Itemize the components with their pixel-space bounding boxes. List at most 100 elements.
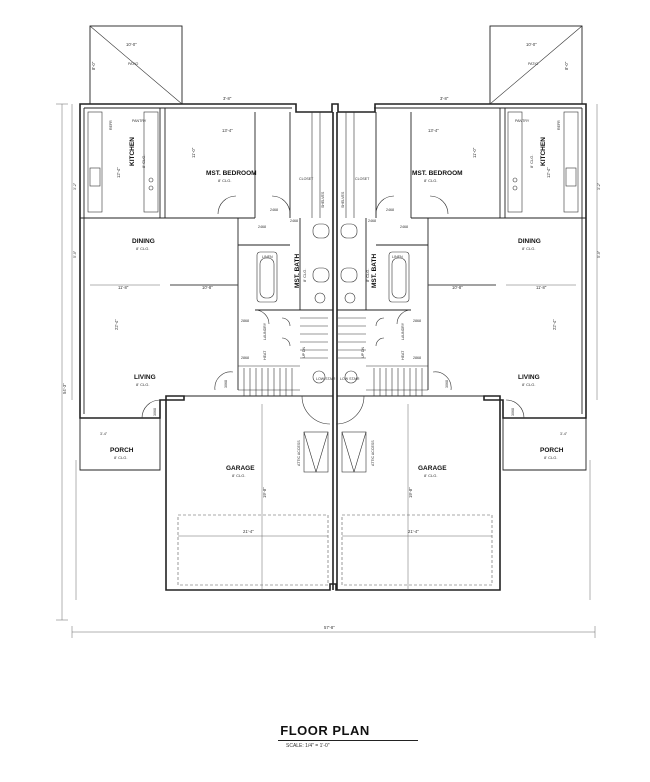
door-right-3: 2468: [400, 225, 408, 229]
overall-width: 57'-8": [324, 625, 335, 630]
bath-right-clg: 8' CLG.: [365, 269, 370, 282]
living-right-clg: 8' CLG.: [522, 382, 535, 387]
shelves-right: SHELVES: [341, 191, 345, 208]
door-left-4: 2868: [241, 319, 249, 323]
kitchen-left-clg: 8' CLG.: [141, 155, 146, 168]
left-stairs: [243, 317, 328, 396]
bed-width-right: 13'-4": [428, 128, 439, 133]
drawing-scale: SCALE: 1/4" = 1'-0": [286, 743, 330, 749]
living-left-depth: 22'-4": [114, 319, 119, 330]
patio-right-depth: 8'-0": [564, 61, 569, 70]
door-right-6: 3068: [445, 380, 449, 388]
garage-left-label: GARAGE: [226, 465, 255, 472]
kit-depth-left: 12'-4": [116, 167, 121, 178]
door-right-2: 2468: [368, 219, 376, 223]
patio-left-label: PATIO: [128, 62, 138, 66]
kitchen-right-label: KITCHEN: [540, 137, 547, 166]
living-right-label: LIVING: [518, 374, 540, 381]
door-right-4: 2868: [413, 319, 421, 323]
left-unit-labels: KITCHEN 8' CLG. REFR PANTRY 12'-4" MST. …: [62, 96, 336, 534]
kitchen-left-label: KITCHEN: [129, 137, 136, 166]
door-right-7: 3068: [511, 408, 515, 416]
heat-right: HEAT: [401, 350, 405, 360]
garage-right-clg: 8' CLG.: [424, 473, 437, 478]
porch-left-clg: 8' CLG.: [114, 455, 127, 460]
title-underline: [278, 740, 418, 741]
patio-right: PATIO 10'-0" 8'-0": [489, 25, 583, 105]
laundry-right: LAUNDRY: [401, 322, 405, 340]
bed-width-left: 13'-4": [222, 128, 233, 133]
linen-right: LINEN: [392, 255, 403, 259]
door-left-7: 3068: [153, 408, 157, 416]
porch-outlines: [79, 418, 587, 471]
stair-left: LOW STAIR: [316, 377, 336, 381]
garage-left-depth: 19'-8": [262, 487, 267, 498]
dining-left-width2: 10'-8": [202, 285, 213, 290]
updn-right: UP DN: [361, 346, 365, 358]
garage-right-label: GARAGE: [418, 465, 447, 472]
dining-right-clg: 8' CLG.: [522, 246, 535, 251]
patio-right-label: PATIO: [528, 62, 538, 66]
garage-left-width: 21'-4": [243, 529, 254, 534]
exterior-walls: [79, 103, 587, 591]
side-right-b: 5'-0": [597, 250, 601, 258]
drawing-title: FLOOR PLAN: [280, 723, 370, 738]
kit-depth-right: 12'-4": [546, 167, 551, 178]
door-left-5: 2868: [241, 356, 249, 360]
living-right-depth: 22'-4": [552, 319, 557, 330]
closet-right-label: CLOSET: [355, 177, 370, 181]
door-left-2: 2468: [290, 219, 298, 223]
title-block: FLOOR PLAN SCALE: 1/4" = 1'-0": [270, 723, 420, 749]
patio-left-depth: 8'-0": [91, 61, 96, 70]
dining-left-clg: 8' CLG.: [136, 246, 149, 251]
bedroom-right-clg: 8' CLG.: [424, 178, 437, 183]
porch-right-width: 3'-4": [560, 432, 568, 436]
right-unit-walls: [335, 108, 586, 425]
side-right-a: 3'-2": [597, 182, 601, 190]
patio-right-width: 10'-0": [526, 42, 537, 47]
refr-right: REFR: [557, 120, 561, 130]
garage-right-depth: 19'-8": [408, 487, 413, 498]
living-left-clg: 8' CLG.: [136, 382, 149, 387]
attic-left: ATTIC ACCESS: [297, 440, 301, 466]
right-unit-labels: KITCHEN 8' CLG. REFR PANTRY 12'-4" MST. …: [340, 96, 601, 534]
dining-right-width: 10'-8": [452, 285, 463, 290]
pantry-right: PANTRY: [515, 119, 530, 123]
side-left-b: 5'-0": [73, 250, 77, 258]
kitchen-right-clg: 8' CLG.: [529, 155, 534, 168]
linen-left: LINEN: [262, 255, 273, 259]
bed-depth-left: 11'-0": [191, 147, 196, 158]
door-right-1: 2468: [386, 208, 394, 212]
stair-right: LOW STAIR: [340, 377, 360, 381]
living-left-label: LIVING: [134, 374, 156, 381]
dimension-lines: [56, 103, 598, 638]
bath-left-clg: 8' CLG.: [302, 269, 307, 282]
updn-left: UP DN: [302, 346, 306, 358]
garage-fixtures: [177, 431, 493, 586]
top-width-left: 3'-8": [223, 96, 232, 101]
garage-right-width: 21'-4": [408, 529, 419, 534]
porch-left-label: PORCH: [110, 447, 134, 454]
bath-right-label: MST. BATH: [371, 254, 378, 288]
side-left-a: 3'-2": [73, 182, 77, 190]
bedroom-right-label: MST. BEDROOM: [412, 170, 463, 177]
porch-right-clg: 8' CLG.: [544, 455, 557, 460]
top-width-right: 3'-8": [440, 96, 449, 101]
patio-left: PATIO 10'-0" 8'-0": [89, 25, 183, 105]
shelves-left: SHELVES: [321, 191, 325, 208]
porch-left-width: 3'-4": [100, 432, 108, 436]
laundry-left: LAUNDRY: [263, 322, 267, 340]
bedroom-left-label: MST. BEDROOM: [206, 170, 257, 177]
dining-left-width: 11'-8": [118, 285, 129, 290]
dining-left-label: DINING: [132, 238, 155, 245]
porch-right-label: PORCH: [540, 447, 564, 454]
door-left-6: 3068: [224, 380, 228, 388]
overall-depth: 54'-3": [62, 383, 67, 394]
pantry-left: PANTRY: [132, 119, 147, 123]
heat-left: HEAT: [263, 350, 267, 360]
garage-left-clg: 8' CLG.: [232, 473, 245, 478]
bath-left-label: MST. BATH: [294, 254, 301, 288]
door-left-3: 2468: [258, 225, 266, 229]
door-right-5: 2868: [413, 356, 421, 360]
